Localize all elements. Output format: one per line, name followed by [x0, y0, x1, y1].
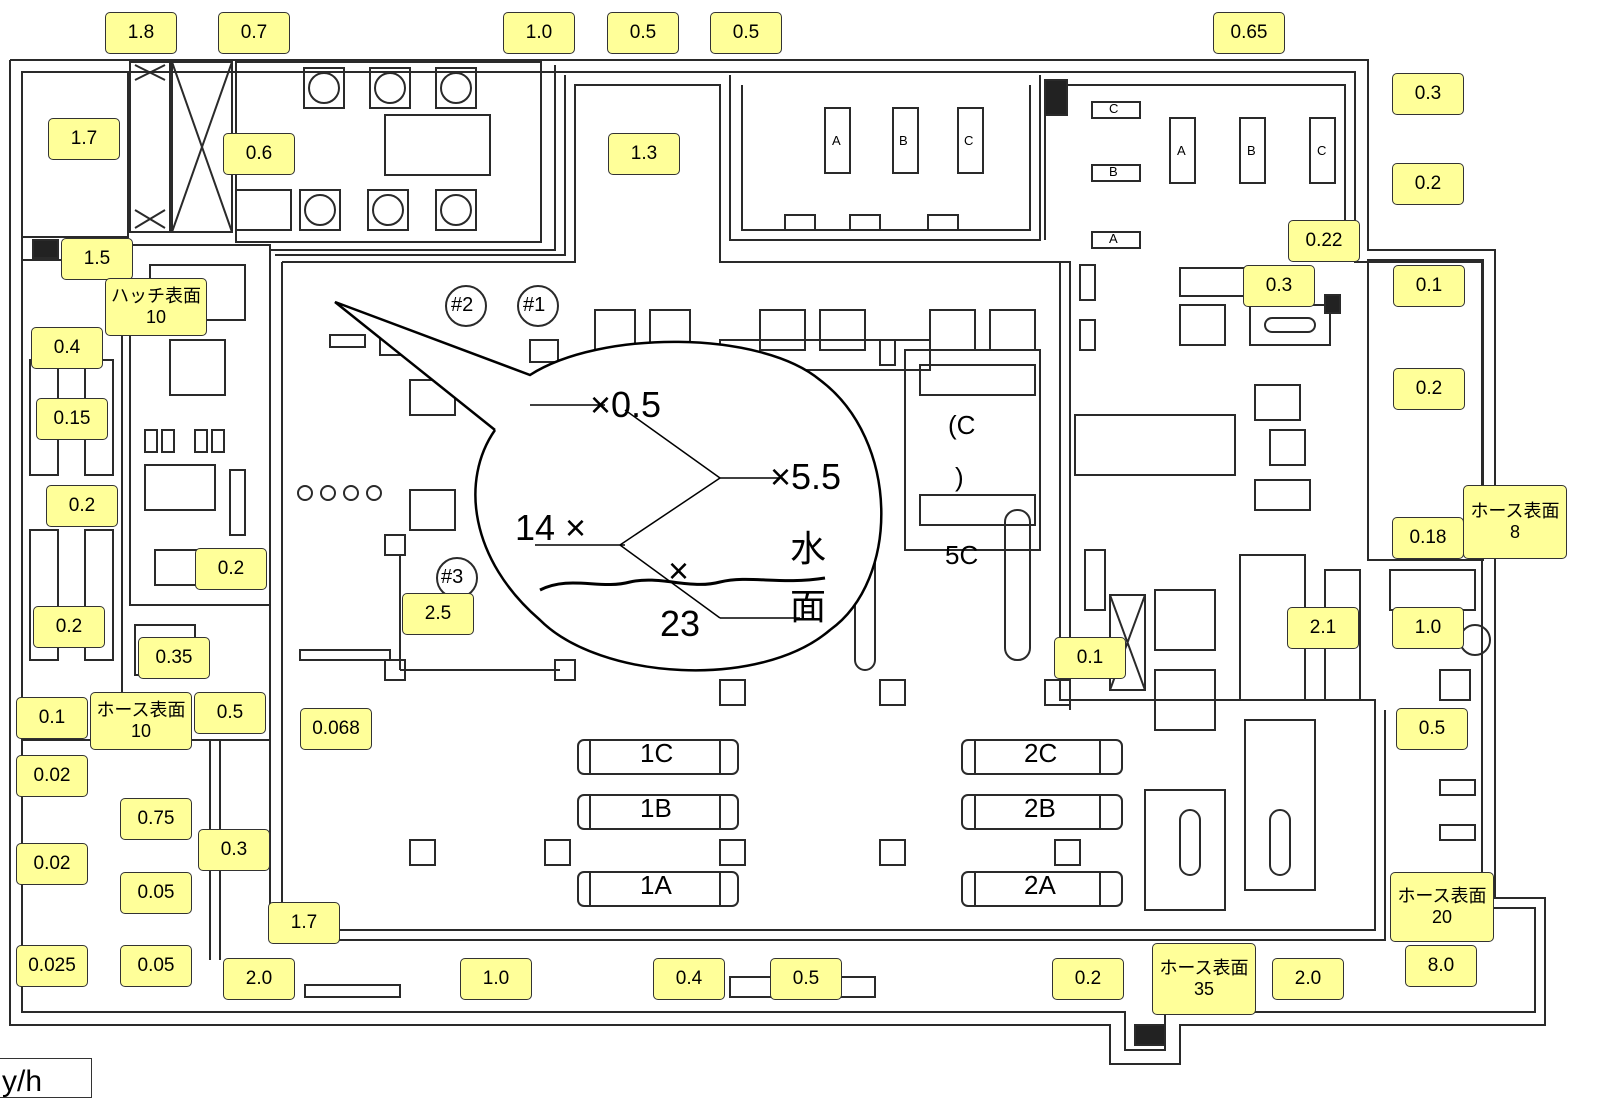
dose-label: 0.2 [1392, 163, 1464, 205]
dose-label: 0.1 [1054, 637, 1126, 679]
dose-label: 0.2 [33, 606, 105, 648]
dose-label: 0.5 [710, 12, 782, 54]
cabinet-b-2: B [1109, 164, 1118, 179]
dose-label: 0.18 [1392, 517, 1464, 559]
dose-label: ホース表面 8 [1463, 485, 1567, 559]
callout-water-2: 面 [790, 586, 827, 627]
callout-value-top: ×0.5 [590, 384, 662, 425]
pump-3-label: #3 [441, 566, 464, 588]
dose-label: 0.3 [1392, 73, 1464, 115]
tank-2b-label: 2B [1024, 793, 1056, 823]
dose-label: 0.1 [1393, 265, 1465, 307]
dose-label: 8.0 [1405, 945, 1477, 987]
dose-label: 1.0 [1392, 607, 1464, 649]
dose-label: ホース表面 20 [1390, 872, 1494, 942]
dose-label: ホース表面 10 [90, 692, 192, 750]
dose-label: 0.65 [1213, 12, 1285, 54]
cabinet-a-2: A [1109, 231, 1118, 246]
dose-label: 2.1 [1287, 607, 1359, 649]
dose-label: 0.6 [223, 133, 295, 175]
dose-label: 1.5 [61, 238, 133, 280]
cabinet-c-3: C [1317, 143, 1327, 158]
dose-label: 0.1 [16, 697, 88, 739]
dose-label: ホース表面 35 [1152, 943, 1256, 1015]
dose-label: 0.02 [16, 755, 88, 797]
cabinet-b-3: B [1247, 143, 1256, 158]
callout-value-right: ×5.5 [770, 456, 842, 497]
outer-walls [9, 59, 1546, 1065]
dose-label: 0.5 [1396, 708, 1468, 750]
callout-water-1: 水 [790, 528, 827, 569]
cabinet-a-1: A [832, 133, 841, 148]
pump-2-label: #2 [451, 294, 474, 316]
dose-label: 0.3 [198, 829, 270, 871]
dose-label: 1.0 [503, 12, 575, 54]
dose-label: 0.4 [653, 958, 725, 1000]
tank-1c-label: 1C [640, 738, 674, 768]
dose-label: 0.2 [46, 485, 118, 527]
tank-1a-label: 1A [640, 870, 672, 900]
dose-label: 0.2 [195, 548, 267, 590]
dose-label: 1.7 [48, 118, 120, 160]
dose-label: 0.2 [1393, 368, 1465, 410]
dose-label: 0.5 [770, 958, 842, 1000]
dose-label: 0.5 [194, 692, 266, 734]
unit-c-label-2: ) [955, 462, 964, 492]
unit-label: y/h [0, 1058, 92, 1098]
pump-1-label: #1 [523, 294, 546, 316]
dose-label: 0.15 [36, 398, 108, 440]
dose-label: 1.3 [608, 133, 680, 175]
cabinet-a-3: A [1177, 143, 1186, 158]
dose-label: 0.5 [607, 12, 679, 54]
dose-label: 0.025 [16, 945, 88, 987]
cabinet-c-1: C [964, 133, 974, 148]
cabinet-b-1: B [899, 133, 908, 148]
dose-label: 0.02 [16, 843, 88, 885]
unit-5c-label: 5C [945, 540, 979, 570]
dose-label: 0.35 [138, 637, 210, 679]
dose-label: 1.7 [268, 902, 340, 944]
callout-mark-bottom: × [668, 550, 690, 591]
tank-2a-label: 2A [1024, 870, 1056, 900]
dose-label: 2.0 [223, 958, 295, 1000]
dose-label: 1.0 [460, 958, 532, 1000]
callout-bubble [334, 300, 883, 672]
dose-label: 0.75 [120, 798, 192, 840]
dose-label: 1.8 [105, 12, 177, 54]
callout-value-left: 14 × [515, 507, 587, 548]
tank-2c-label: 2C [1024, 738, 1058, 768]
dose-label: 0.05 [120, 872, 192, 914]
unit-c-label: (C [948, 410, 976, 440]
dose-label: 0.4 [31, 327, 103, 369]
callout-value-bottom: 23 [660, 603, 701, 644]
cabinet-c-2: C [1109, 101, 1119, 116]
dose-label: 0.3 [1243, 265, 1315, 307]
dose-label: 0.7 [218, 12, 290, 54]
dose-label: ハッチ表面 10 [105, 278, 207, 336]
tank-1b-label: 1B [640, 793, 672, 823]
dose-label: 2.0 [1272, 958, 1344, 1000]
dose-label: 2.5 [402, 593, 474, 635]
dose-label: 0.2 [1052, 958, 1124, 1000]
dose-label: 0.068 [300, 708, 372, 750]
dose-label: 0.22 [1288, 220, 1360, 262]
dose-label: 0.05 [120, 945, 192, 987]
